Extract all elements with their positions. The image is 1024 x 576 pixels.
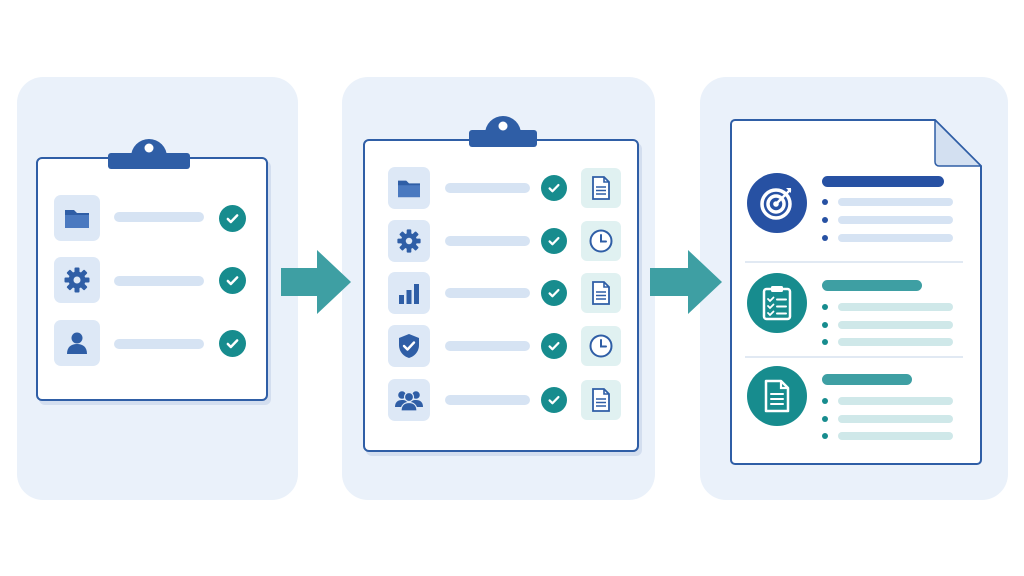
bullet [822,304,828,310]
row-icon-tile [54,320,100,366]
bullet [822,322,828,328]
check-circle-icon [541,175,567,201]
bullet-line [838,415,953,423]
right-arrow-icon [650,250,722,314]
row-icon-tile [388,272,430,314]
check-circle-icon [541,387,567,413]
bullet-line [838,216,953,224]
document-icon [592,388,610,412]
bullet [822,433,828,439]
row-icon-tile [388,220,430,262]
section-heading-bar [822,374,912,385]
row-icon-tile [388,167,430,209]
clipboard-clip-icon [108,139,190,169]
row-icon-tile [388,379,430,421]
clipboard-detailed [363,139,639,452]
bullet-line [838,321,953,329]
placeholder-text-bar [445,236,530,246]
bullet-line [838,234,953,242]
bullet-line [838,198,953,206]
row-icon-tile [54,257,100,303]
bullet [822,199,828,205]
placeholder-text-bar [445,288,530,298]
check-circle-icon [541,228,567,254]
bullet [822,416,828,422]
bullet-line [838,338,953,346]
placeholder-text-bar [445,341,530,351]
clipboard-clip-icon [469,116,537,147]
document-icon [592,176,610,200]
row-icon-tile [388,325,430,367]
placeholder-text-bar [445,183,530,193]
bullet [822,235,828,241]
user-icon [67,332,87,354]
report-section-icon [747,273,807,333]
side-status-tile [581,168,621,208]
section-divider [745,261,963,263]
shield-check-icon [399,334,419,358]
bar-chart-icon [399,284,419,304]
users-icon [395,391,423,412]
check-circle-icon [219,205,246,232]
side-status-tile [581,273,621,313]
check-circle-icon [541,333,567,359]
bullet-line [838,303,953,311]
bullet [822,339,828,345]
side-status-tile [581,380,621,420]
report-section-icon [747,173,807,233]
check-circle-icon [541,280,567,306]
target-icon [760,188,792,220]
clock-icon [589,334,613,358]
placeholder-text-bar [114,339,204,349]
folder-icon [398,180,420,198]
gear-icon [397,229,421,253]
section-heading-bar [822,176,944,187]
section-divider [745,356,963,358]
gear-icon [64,267,90,293]
bullet [822,398,828,404]
check-circle-icon [219,330,246,357]
check-circle-icon [219,267,246,294]
bullet-line [838,432,953,440]
bullet-line [838,397,953,405]
placeholder-text-bar [445,395,530,405]
clipboard-basic [36,157,268,401]
document-icon [764,379,790,413]
report-section-icon [747,366,807,426]
side-status-tile [581,221,621,261]
clipboard-checklist-icon [762,286,792,321]
folder-icon [65,210,89,228]
section-heading-bar [822,280,922,291]
placeholder-text-bar [114,212,204,222]
placeholder-text-bar [114,276,204,286]
right-arrow-icon [281,250,351,314]
document-icon [592,281,610,305]
clock-icon [589,229,613,253]
row-icon-tile [54,195,100,241]
bullet [822,217,828,223]
side-status-tile [581,326,621,366]
